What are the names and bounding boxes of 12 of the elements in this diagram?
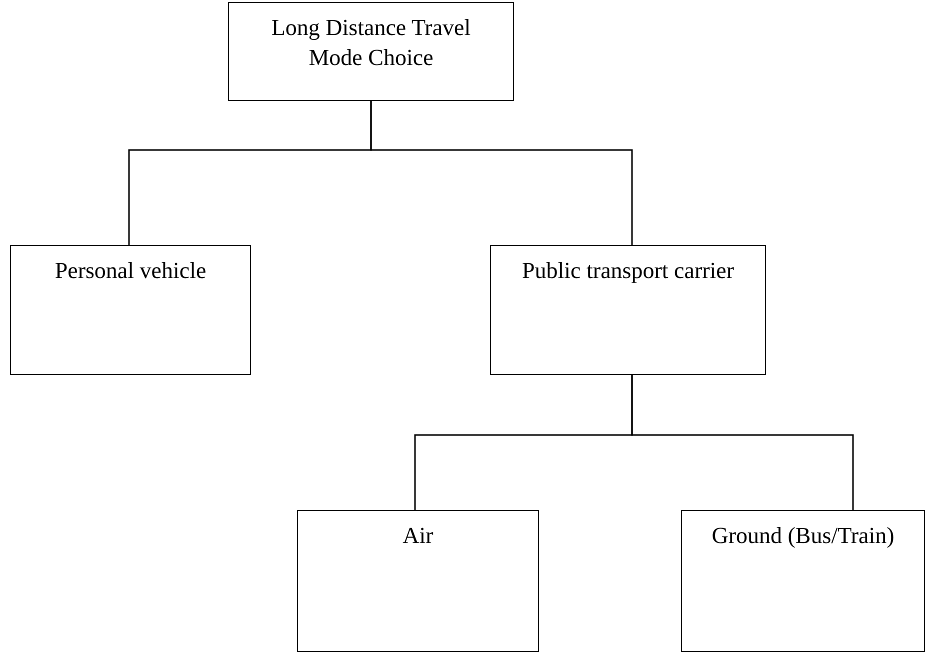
box-label: Long Distance Travel Mode Choice <box>270 14 472 72</box>
category-box <box>490 245 766 375</box>
category-box <box>297 510 539 652</box>
connector-line <box>631 375 854 510</box>
category-box <box>10 245 251 375</box>
category-box <box>681 510 925 652</box>
box-label: Air <box>402 522 434 550</box>
box-label: Ground (Bus/Train) <box>712 522 894 550</box>
connector-line <box>370 101 633 245</box>
box-label: Public transport carrier <box>522 257 734 285</box>
category-box <box>228 2 514 101</box>
box-label: Personal vehicle <box>54 257 206 285</box>
